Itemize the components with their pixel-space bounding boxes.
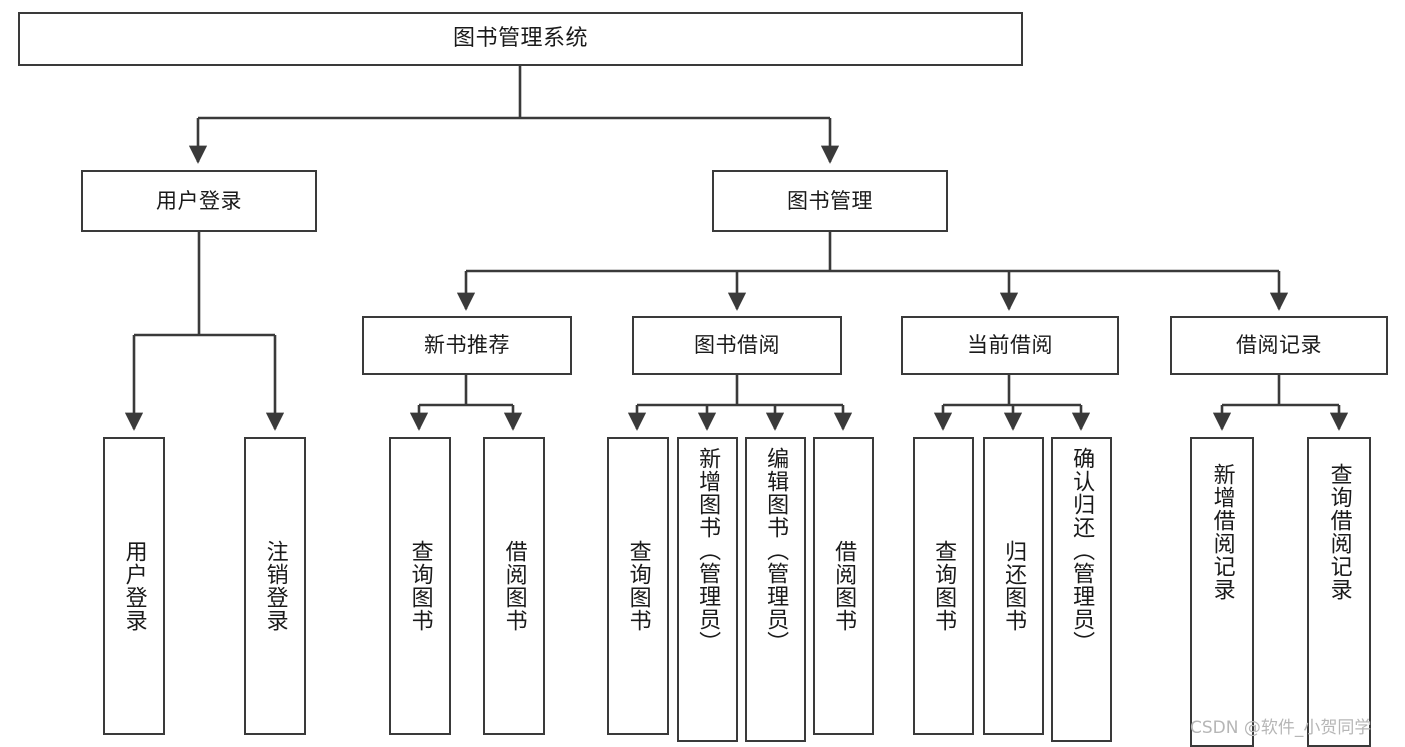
- node-label: 借阅图书: [501, 540, 527, 632]
- node-book-borrow[interactable]: 图书借阅: [632, 316, 842, 375]
- leaf-user-login[interactable]: 用户登录: [103, 437, 165, 735]
- node-label: 新书推荐: [424, 333, 510, 358]
- node-label: 查询图书: [625, 540, 651, 632]
- node-label: 新增图书（管理员）: [695, 447, 721, 654]
- node-label: 图书管理系统: [452, 26, 588, 52]
- node-label: 归还图书: [1001, 540, 1027, 632]
- node-label: 借阅记录: [1236, 333, 1322, 358]
- leaf-add-record[interactable]: 新增借阅记录: [1190, 437, 1254, 747]
- leaf-edit-book[interactable]: 编辑图书（管理员）: [745, 437, 806, 742]
- node-current-borrow[interactable]: 当前借阅: [901, 316, 1119, 375]
- leaf-borrow-book-2[interactable]: 借阅图书: [813, 437, 874, 735]
- node-label: 注销登录: [262, 540, 288, 632]
- node-user-login[interactable]: 用户登录: [81, 170, 317, 232]
- leaf-query-record[interactable]: 查询借阅记录: [1307, 437, 1371, 747]
- node-label: 图书借阅: [694, 333, 780, 358]
- leaf-confirm-return[interactable]: 确认归还（管理员）: [1051, 437, 1112, 742]
- csdn-watermark: CSDN @软件_小贺同学: [1190, 718, 1372, 738]
- leaf-logout[interactable]: 注销登录: [244, 437, 306, 735]
- node-label: 用户登录: [156, 188, 242, 213]
- leaf-query-book-2[interactable]: 查询图书: [607, 437, 669, 735]
- node-label: 借阅图书: [831, 540, 857, 632]
- leaf-query-book-3[interactable]: 查询图书: [913, 437, 974, 735]
- node-label: 新增借阅记录: [1209, 463, 1235, 601]
- node-borrow-record[interactable]: 借阅记录: [1170, 316, 1388, 375]
- node-label: 编辑图书（管理员）: [763, 447, 789, 654]
- leaf-borrow-book-1[interactable]: 借阅图书: [483, 437, 545, 735]
- node-label: 确认归还（管理员）: [1069, 447, 1095, 654]
- leaf-return-book[interactable]: 归还图书: [983, 437, 1044, 735]
- node-label: 查询借阅记录: [1326, 463, 1352, 601]
- node-new-book-rec[interactable]: 新书推荐: [362, 316, 572, 375]
- node-root-system[interactable]: 图书管理系统: [18, 12, 1023, 66]
- node-label: 用户登录: [121, 540, 147, 632]
- node-label: 图书管理: [787, 188, 873, 213]
- leaf-add-book[interactable]: 新增图书（管理员）: [677, 437, 738, 742]
- node-label: 查询图书: [931, 540, 957, 632]
- leaf-query-book-1[interactable]: 查询图书: [389, 437, 451, 735]
- node-label: 查询图书: [407, 540, 433, 632]
- node-label: 当前借阅: [967, 333, 1053, 358]
- node-book-manage[interactable]: 图书管理: [712, 170, 948, 232]
